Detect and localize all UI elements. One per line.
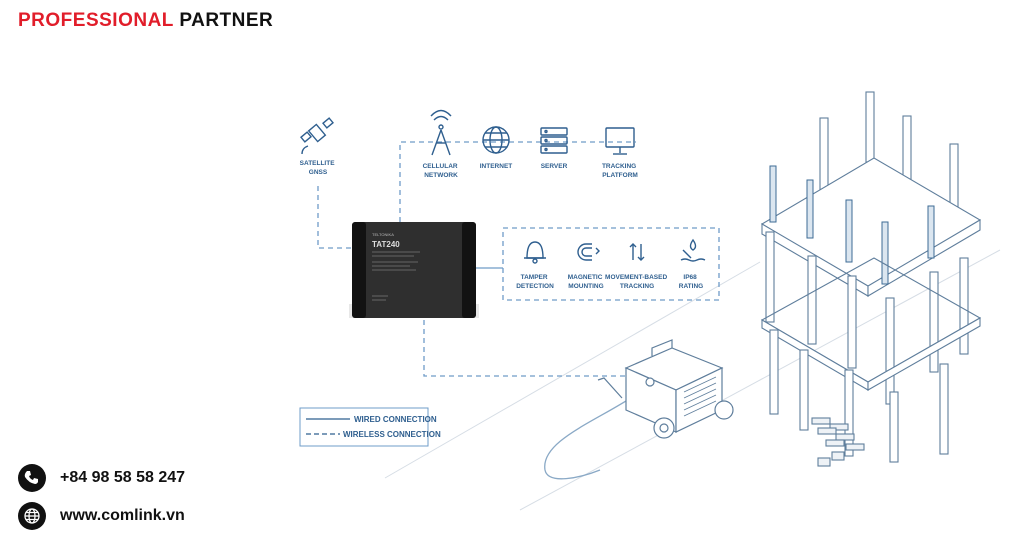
website-link[interactable]: www.comlink.vn [60,507,185,524]
movement-arrows-icon [629,243,645,261]
server-label: SERVER [541,163,568,170]
brand-title: PROFESSIONAL PARTNER [18,10,273,32]
legend: WIRED CONNECTION WIRELESS CONNECTION [299,407,441,447]
cellular-label: CELLULAR NETWORK [423,163,460,179]
cell-tower-icon [430,109,452,156]
globe-icon [482,126,510,154]
tracking-platform-label: TRACKING PLATFORM [602,163,638,179]
server-icon [540,127,568,154]
tracker-device: TELTONIKA TAT240 [349,222,479,318]
feature-ip68-label: IP68 RATING [679,274,703,290]
feature-tamper-label: TAMPER DETECTION [516,274,554,290]
ground-lines [384,249,1001,511]
globe-icon-contact [18,502,46,530]
device-model: TAT240 [372,240,400,249]
phone-contact[interactable]: +84 98 58 58 247 [18,464,185,492]
water-drop-icon [680,238,706,262]
satellite-label: SATELLITE GNSS [300,160,337,176]
phone-icon [18,464,46,492]
monitor-icon [605,127,635,155]
bell-icon [524,241,546,264]
device-brand: TELTONIKA [372,232,394,237]
generator-illustration [597,339,734,439]
magnet-icon [577,243,600,261]
brand-title-part1: PROFESSIONAL [18,10,174,31]
satellite-icon [300,117,334,155]
wireless-connections [317,141,642,377]
feature-magnetic-label: MAGNETIC MOUNTING [568,274,604,290]
wired-connections [476,267,641,480]
feature-movement-label: MOVEMENT-BASED TRACKING [605,274,669,290]
building-illustration [760,91,982,467]
legend-wired: WIRED CONNECTION [354,415,437,424]
phone-number[interactable]: +84 98 58 58 247 [60,469,186,486]
features-box [502,227,720,301]
website-contact[interactable]: www.comlink.vn [18,502,185,530]
internet-label: INTERNET [480,163,513,170]
brand-title-part2: PARTNER [179,10,274,31]
legend-wireless: WIRELESS CONNECTION [343,430,441,439]
